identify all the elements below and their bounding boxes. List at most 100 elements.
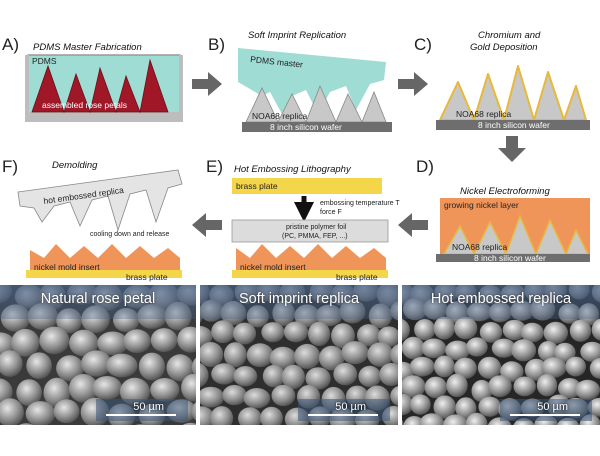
insert-f-label: nickel mold insert xyxy=(34,262,100,272)
cell-texture xyxy=(402,336,425,360)
scale-label: 50 µm xyxy=(335,401,366,413)
cell-texture xyxy=(200,363,209,388)
cell-texture xyxy=(331,323,355,349)
cell-texture xyxy=(123,329,151,354)
insert-e-label: nickel mold insert xyxy=(240,262,306,272)
cell-texture xyxy=(402,419,404,425)
cell-texture xyxy=(433,316,455,340)
wafer-b-label: 8 inch silicon wafer xyxy=(270,122,342,132)
cell-texture xyxy=(390,385,398,406)
cell-texture xyxy=(537,341,559,362)
cell-texture xyxy=(182,422,196,425)
hot-embossed-replica xyxy=(17,169,183,232)
step-a-letter: A) xyxy=(2,35,19,54)
cell-texture xyxy=(471,379,493,403)
cell-texture xyxy=(580,341,600,362)
title-bar xyxy=(402,285,600,319)
cell-texture xyxy=(541,357,567,378)
cell-texture xyxy=(358,365,381,387)
cell-texture xyxy=(591,318,600,341)
scale-label: 50 µm xyxy=(537,401,568,413)
cell-texture xyxy=(191,401,196,421)
cell-texture xyxy=(454,357,477,379)
step-a-title: PDMS Master Fabrication xyxy=(33,42,142,53)
force-label: force F xyxy=(320,209,342,216)
replica-c-label: NOA68 replica xyxy=(456,109,512,119)
step-e-letter: E) xyxy=(206,157,223,176)
pdms-label: PDMS xyxy=(32,56,57,66)
cell-texture xyxy=(478,396,502,417)
cell-texture xyxy=(222,384,247,406)
replica-b-label: NOA68 replica xyxy=(252,111,308,121)
cell-texture xyxy=(421,338,447,359)
cell-texture xyxy=(135,424,146,425)
cell-texture xyxy=(488,375,512,398)
gold-coated-replica xyxy=(439,65,587,121)
cell-texture xyxy=(106,353,138,378)
cell-texture xyxy=(260,406,283,425)
scale-bar xyxy=(510,414,580,416)
cell-texture xyxy=(414,319,436,341)
step-b-letter: B) xyxy=(208,35,225,54)
cell-texture xyxy=(97,331,129,356)
cell-texture xyxy=(181,373,196,402)
cell-texture xyxy=(0,350,23,377)
cell-texture xyxy=(119,377,150,406)
cell-texture xyxy=(233,366,258,387)
rose-petals-shape xyxy=(31,58,169,114)
cell-texture xyxy=(589,357,600,379)
cell-texture xyxy=(200,342,224,367)
cell-texture xyxy=(558,378,582,399)
scale-label: 50 µm xyxy=(133,401,164,413)
cell-texture xyxy=(318,345,345,371)
step-f-letter: F) xyxy=(2,157,18,176)
nickel-mold-insert-e xyxy=(236,244,386,270)
cell-texture xyxy=(211,320,235,344)
cell-texture xyxy=(491,338,516,358)
polymer-foil xyxy=(231,219,389,243)
cell-texture xyxy=(305,367,331,390)
cell-texture xyxy=(410,394,431,415)
cell-texture xyxy=(191,357,196,377)
brass-plate-top xyxy=(232,178,382,194)
cell-texture xyxy=(26,352,52,379)
nickel-d-label: growing nickel layer xyxy=(444,200,519,210)
cell-texture xyxy=(569,319,592,342)
foil-label-2: (PC, PMMA, FEP, ...) xyxy=(282,233,348,240)
arrow-b-c xyxy=(398,72,428,96)
wafer-c-label: 8 inch silicon wafer xyxy=(478,120,550,130)
cell-texture xyxy=(402,318,410,341)
cell-texture xyxy=(138,352,165,381)
micrograph-soft-imprint: Soft imprint replica 50 µm xyxy=(200,285,398,425)
process-scheme: A) PDMS Master Fabrication PDMS assemble… xyxy=(2,30,590,282)
cell-texture xyxy=(402,393,414,416)
cell-texture xyxy=(238,407,262,425)
cell-texture xyxy=(409,356,435,377)
cell-texture xyxy=(11,328,40,357)
arrow-c-d xyxy=(498,136,526,162)
step-c-title-1: Chromium and xyxy=(478,30,541,41)
cell-texture xyxy=(0,398,24,425)
brass-plate-f xyxy=(26,270,182,278)
replica-d-label: NOA68 replica xyxy=(452,242,508,252)
cell-texture xyxy=(68,374,98,403)
step-a: A) PDMS Master Fabrication PDMS assemble… xyxy=(2,35,183,122)
step-b: B) Soft Imprint Replication PDMS master … xyxy=(208,30,392,132)
step-c: C) Chromium and Gold Deposition NOA68 re… xyxy=(414,30,590,130)
cell-texture xyxy=(536,374,558,397)
replica-d xyxy=(442,213,590,256)
cell-texture xyxy=(269,346,297,370)
cell-texture xyxy=(434,355,455,378)
title-bar xyxy=(200,285,398,319)
mold-base xyxy=(25,112,183,122)
step-e: E) Hot Embossing Lithography brass plate… xyxy=(206,157,400,282)
micrograph-title: Hot embossed replica xyxy=(430,291,572,307)
step-d: D) Nickel Electroforming growing nickel … xyxy=(416,157,590,263)
title-bar xyxy=(0,285,196,319)
micrograph-hot-embossed: Hot embossed replica 50 µm xyxy=(402,285,600,425)
cell-texture xyxy=(433,395,456,419)
cell-texture xyxy=(443,414,468,425)
mold-wall-right xyxy=(179,55,183,120)
cell-texture xyxy=(56,355,84,382)
cell-texture xyxy=(211,363,237,385)
